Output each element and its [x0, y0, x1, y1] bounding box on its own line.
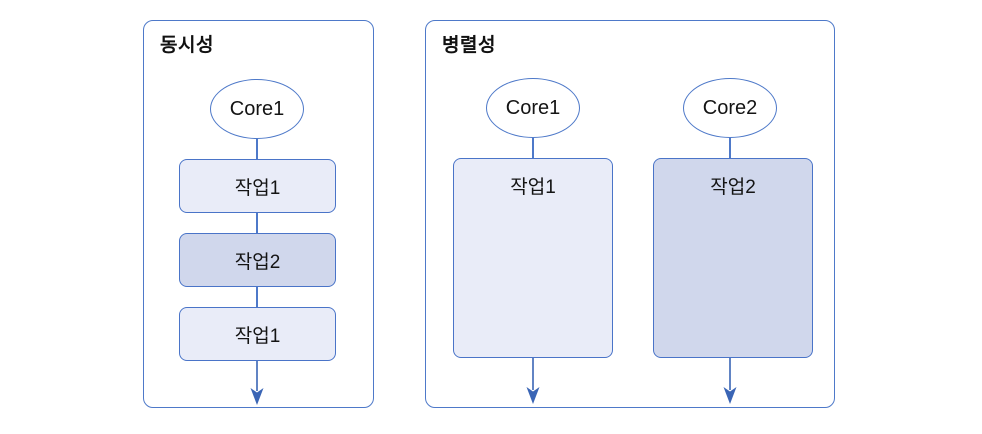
- connector-task2-to-task3: [256, 287, 258, 307]
- down-arrow-icon: [723, 358, 737, 404]
- task-node-3: 작업1: [179, 307, 336, 361]
- parallel-core2-node: Core2: [683, 78, 777, 138]
- task-node-1-label: 작업1: [234, 177, 281, 199]
- task-node-3-label: 작업1: [234, 325, 281, 347]
- parallel-core1-node: Core1: [486, 78, 580, 138]
- connector-core1-to-task: [532, 138, 534, 158]
- connector-task1-to-task2: [256, 213, 258, 233]
- core1-node: Core1: [210, 79, 304, 139]
- parallel-task2-node: 작업2: [653, 158, 813, 358]
- parallel-task1-node: 작업1: [453, 158, 613, 358]
- connector-core2-to-task: [729, 138, 731, 158]
- parallel-task2-label: 작업2: [710, 177, 756, 198]
- down-arrow-icon: [526, 358, 540, 404]
- parallel-core2-label: Core2: [702, 96, 758, 119]
- core1-label: Core1: [229, 97, 285, 120]
- down-arrow-icon: [250, 361, 264, 405]
- concurrency-panel: 동시성 Core1 작업1 작업2 작업1: [143, 20, 374, 408]
- parallelism-panel: 병렬성 Core1 작업1 Core2 작업2: [425, 20, 835, 408]
- task-node-1: 작업1: [179, 159, 336, 213]
- parallel-task1-label: 작업1: [510, 177, 556, 198]
- task-node-2: 작업2: [179, 233, 336, 287]
- connector-core-to-task1: [256, 139, 258, 159]
- parallelism-panel-title: 병렬성: [442, 35, 496, 56]
- parallel-core1-label: Core1: [505, 96, 561, 119]
- concurrency-panel-title: 동시성: [160, 35, 214, 56]
- task-node-2-label: 작업2: [234, 251, 281, 273]
